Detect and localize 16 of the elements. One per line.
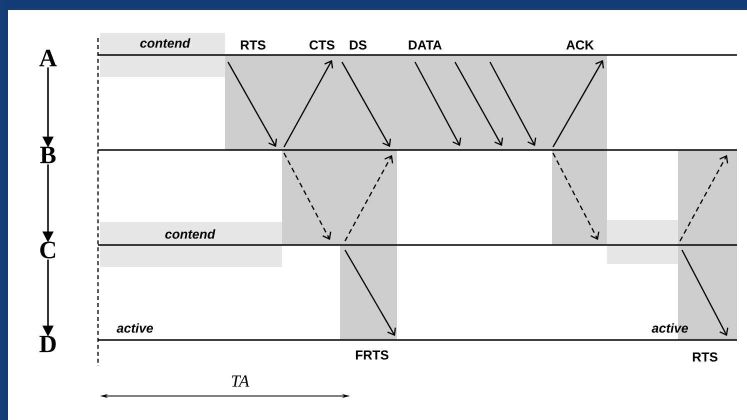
node-letter: D (39, 336, 56, 352)
node-letter: B (40, 146, 56, 164)
frame-label: RTS (240, 40, 266, 50)
state-label: active (652, 323, 688, 333)
state-label: active (116, 323, 153, 333)
frame-label: CTS (310, 40, 334, 50)
node-letter: A (39, 50, 57, 66)
state-label: contend (165, 229, 216, 239)
interval-label: TA (232, 375, 250, 387)
frame-label: DS (350, 40, 366, 50)
node-letter: C (40, 242, 56, 258)
frame-label: FRTS (356, 350, 388, 360)
frame-label: ACK (566, 40, 594, 50)
frame-label: DATA (408, 40, 442, 50)
frame-label: RTS (692, 352, 718, 362)
state-label: contend (140, 38, 190, 48)
